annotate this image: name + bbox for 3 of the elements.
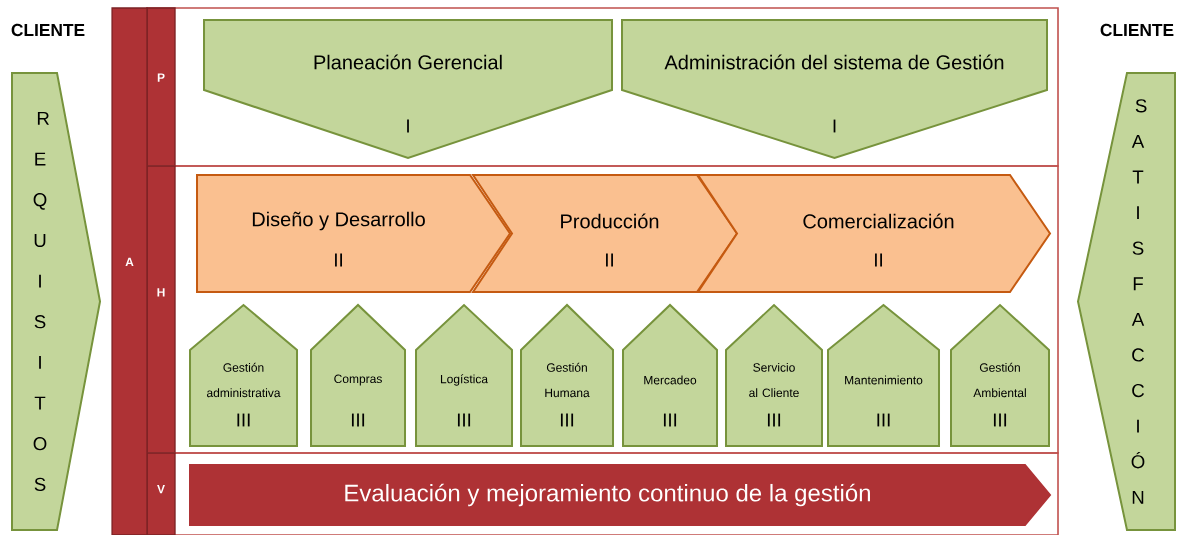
node-label: CLIENTE	[11, 23, 85, 37]
side-pentagon: CLIENTE REQUISITOS	[11, 23, 102, 531]
node-label: CLIENTE	[1100, 23, 1174, 37]
